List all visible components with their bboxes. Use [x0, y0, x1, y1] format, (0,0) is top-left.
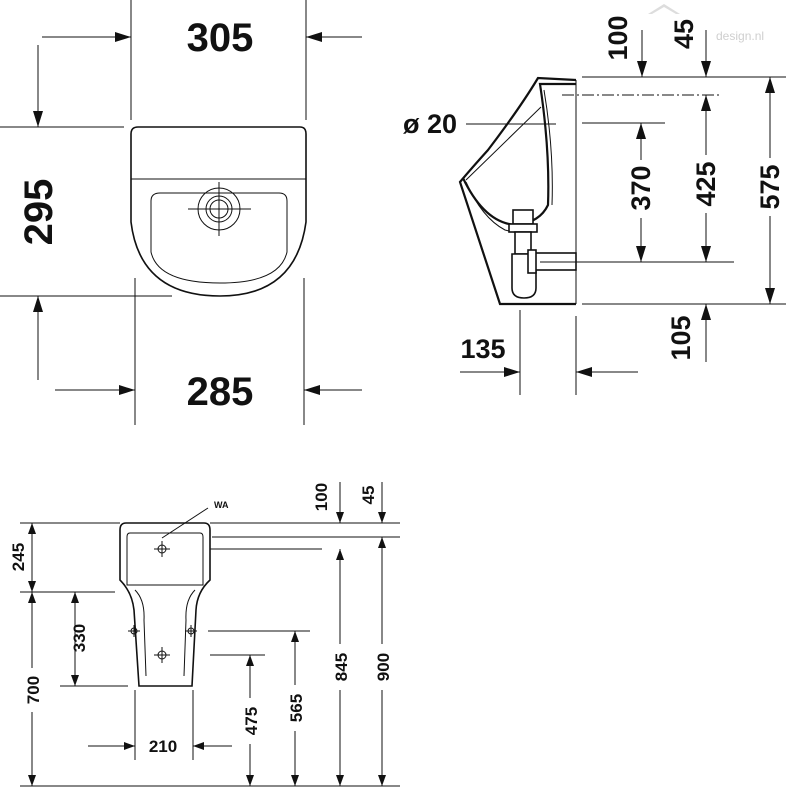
- top-view: 305 295 285: [0, 0, 362, 425]
- dim-700: 700: [24, 676, 43, 704]
- dim-285: 285: [187, 370, 254, 414]
- dim-845: 845: [332, 653, 351, 681]
- dim-475: 475: [242, 707, 261, 735]
- front-view: WA 100 45 245 330 700: [9, 482, 400, 787]
- dim-diameter-20: ø 20: [403, 109, 457, 139]
- dim-front-45: 45: [359, 486, 378, 505]
- dim-245: 245: [9, 543, 28, 571]
- top-view-drain: [188, 182, 251, 236]
- top-view-inner-basin: [150, 192, 288, 284]
- dim-565: 565: [287, 694, 306, 722]
- watermark: design.nl: [648, 4, 764, 43]
- dim-front-100: 100: [312, 483, 331, 511]
- dim-575: 575: [755, 164, 785, 209]
- dim-side-100: 100: [603, 15, 633, 60]
- side-view-siphon: [508, 209, 577, 299]
- dim-side-45: 45: [669, 19, 699, 49]
- dim-305: 305: [187, 16, 254, 60]
- dim-900: 900: [374, 653, 393, 681]
- dim-370: 370: [626, 165, 656, 210]
- watermark-text: design.nl: [716, 29, 764, 43]
- dim-425: 425: [691, 161, 721, 206]
- dim-295: 295: [17, 179, 61, 246]
- dim-105: 105: [666, 315, 696, 360]
- front-view-fixing-points: [128, 541, 197, 663]
- dim-135: 135: [460, 334, 505, 364]
- wa-label: WA: [214, 500, 229, 510]
- dim-210: 210: [149, 737, 177, 756]
- dim-330: 330: [70, 624, 89, 652]
- front-view-body-outline: [119, 522, 211, 687]
- side-view: ø 20 100 45 370 42: [403, 15, 790, 395]
